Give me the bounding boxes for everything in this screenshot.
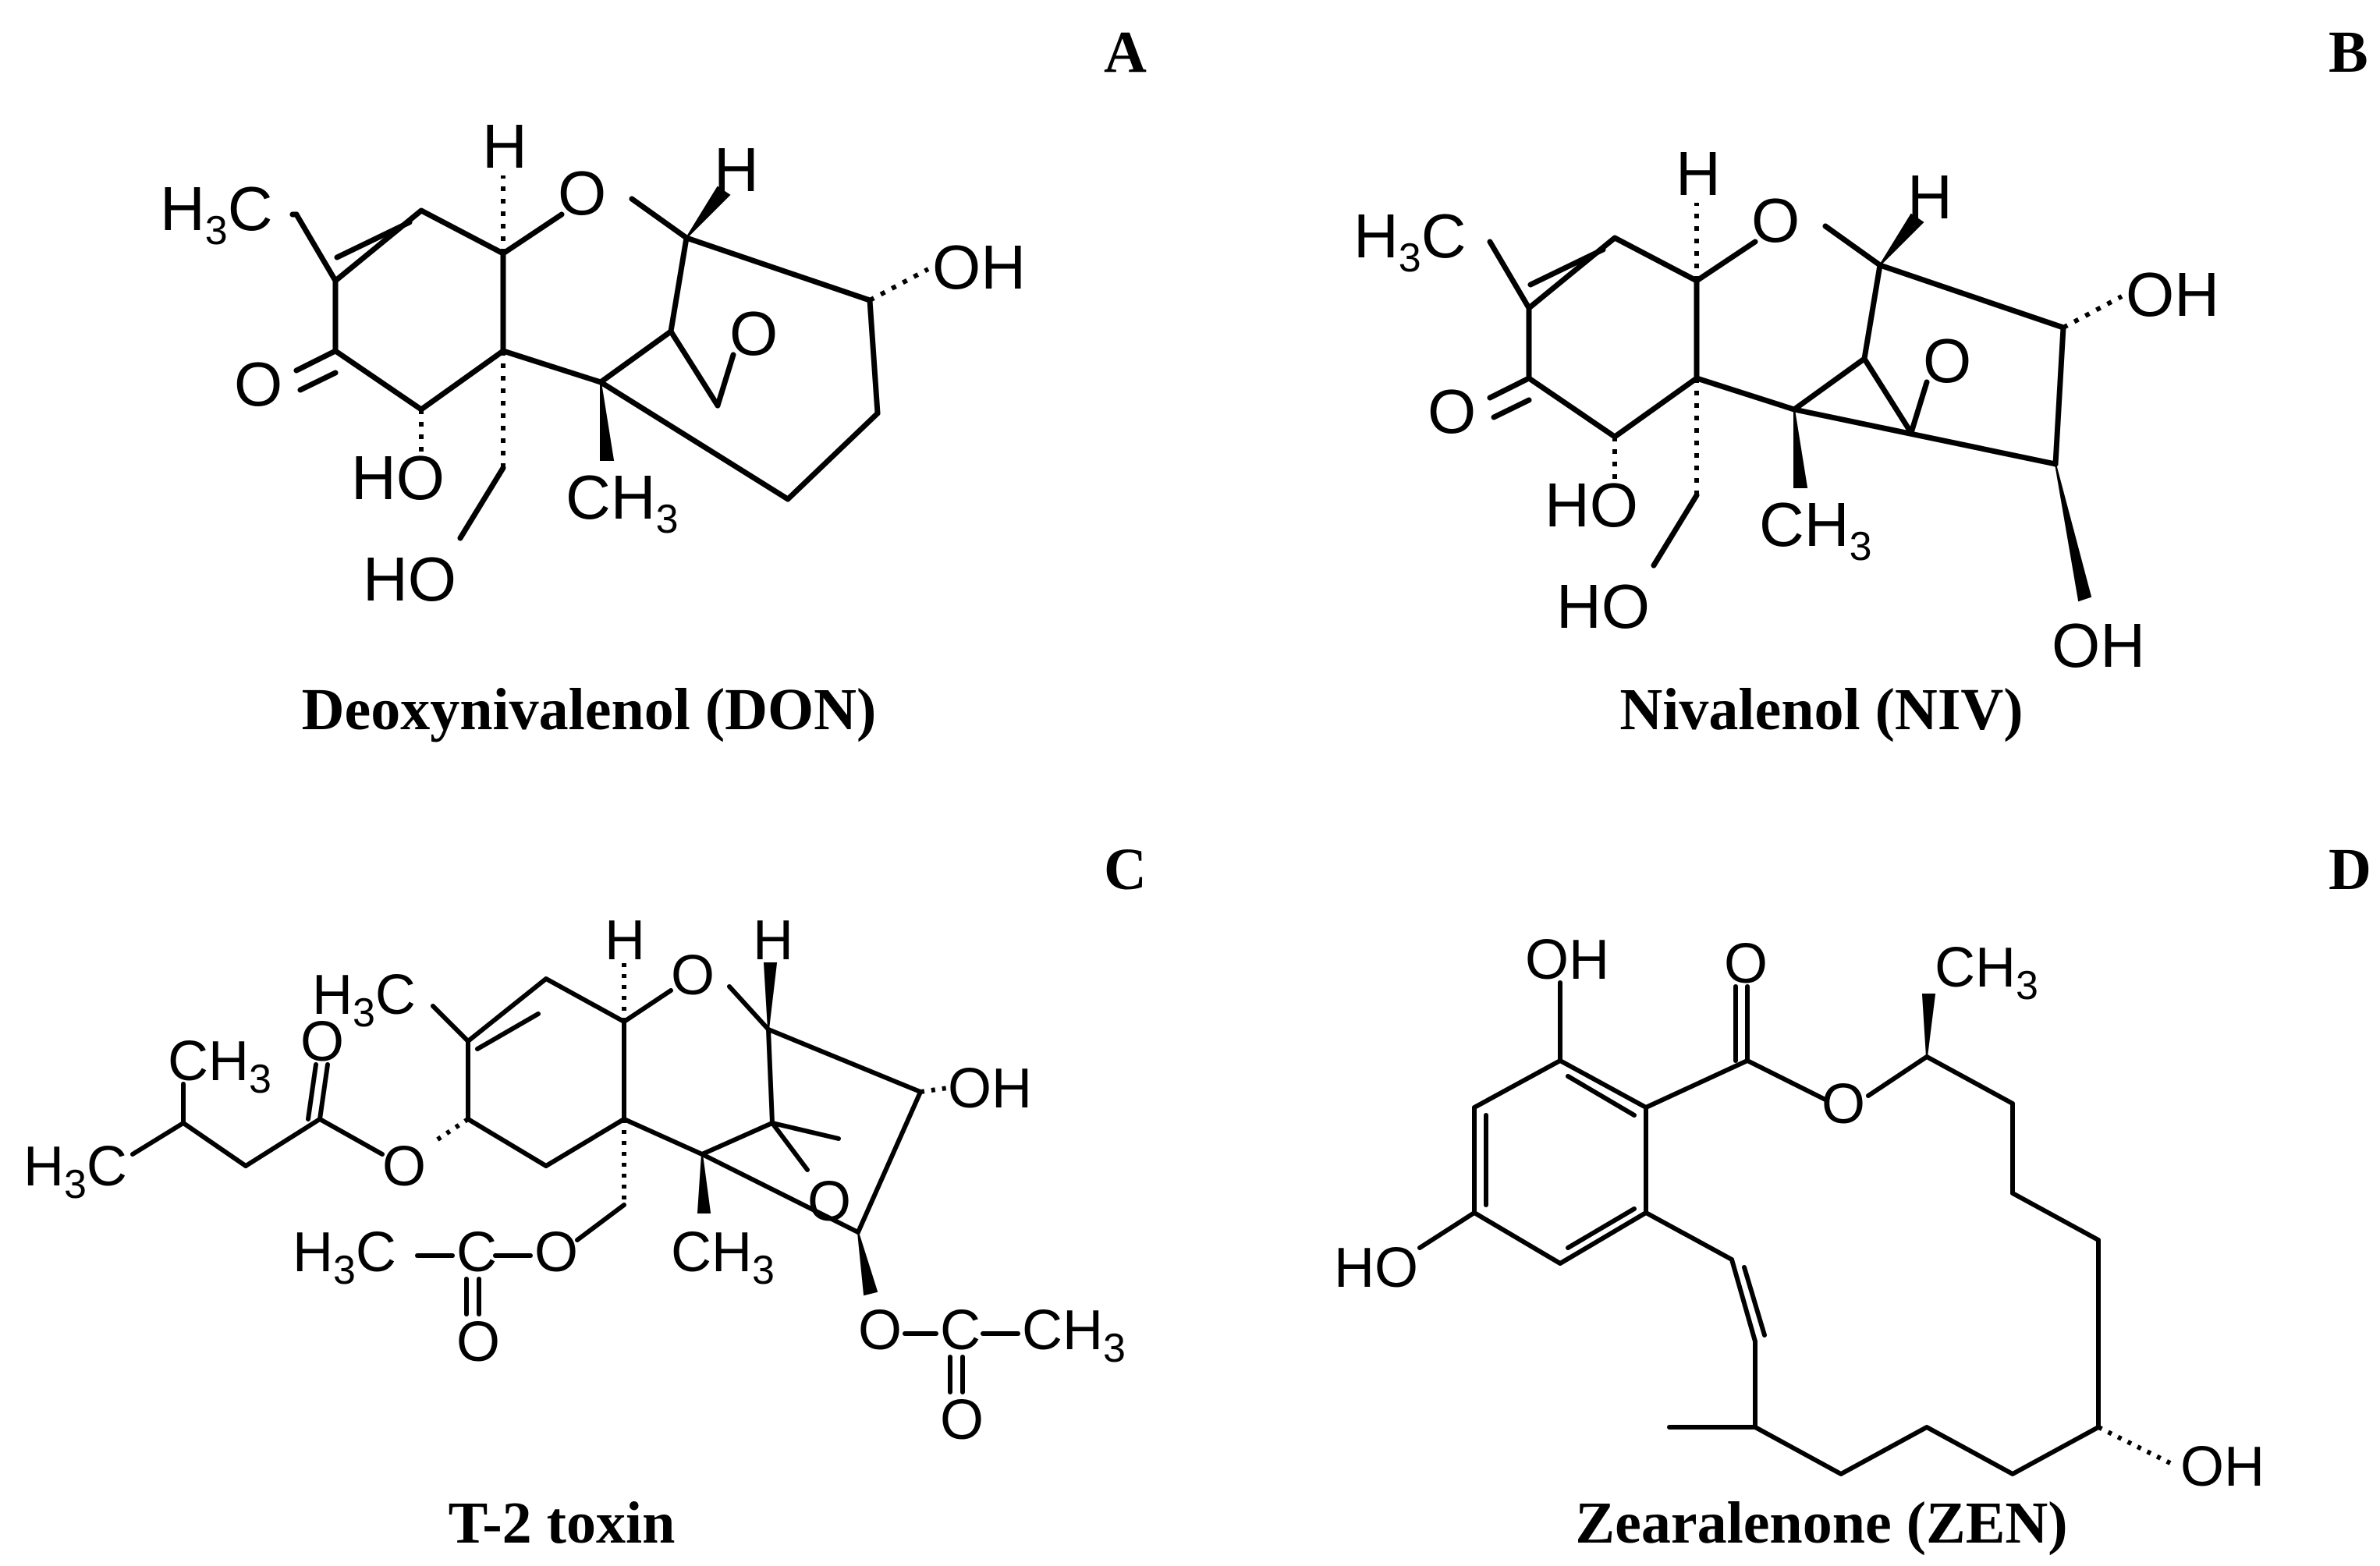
- atom-c-acetyl-right: C: [940, 1299, 981, 1362]
- panel-b: B H3C O O O H H OH H: [1353, 19, 2368, 742]
- atom-h-right: H: [714, 135, 759, 204]
- panel-d: D OH HO O O CH3: [1334, 837, 2371, 1556]
- atom-o-epoxide: O: [729, 299, 778, 368]
- atom-o-ring-b: O: [1751, 186, 1800, 255]
- atom-h3c-b: H3C: [1353, 201, 1466, 281]
- caption-t2: T-2 toxin: [449, 1490, 676, 1556]
- atom-oh-right-d: OH: [2180, 1436, 2265, 1498]
- structure-t2: H3C O O H H OH CH3: [23, 909, 1126, 1451]
- atom-ho-bottom-b: HO: [1556, 572, 1650, 641]
- atom-o-carbonyl-d: O: [1724, 933, 1768, 995]
- structure-niv: H3C O O O H H OH HO HO: [1353, 139, 2219, 680]
- atom-o-epoxide-c: O: [807, 1171, 851, 1233]
- panel-c: C H3C O O H H: [23, 837, 1147, 1556]
- atom-h-right-c: H: [753, 909, 793, 972]
- panel-letter-c: C: [1104, 837, 1147, 902]
- atom-h-right-b: H: [1907, 162, 1953, 232]
- atom-o-ring-c: O: [671, 944, 715, 1007]
- atom-ch3-acetyl-right: CH3: [1022, 1299, 1126, 1371]
- atom-o-ring: O: [558, 158, 606, 228]
- atom-h-top: H: [482, 112, 527, 181]
- atom-ch3-c: CH3: [671, 1221, 775, 1293]
- atom-oh-c: OH: [948, 1058, 1032, 1120]
- atom-ho-lower-b: HO: [1545, 470, 1638, 540]
- atom-h3c: H3C: [160, 174, 272, 253]
- atom-ch3: CH3: [566, 462, 678, 542]
- atom-h3c-iso: H3C: [23, 1136, 127, 1207]
- atom-h3c-c: H3C: [312, 964, 416, 1036]
- atom-ho-lower: HO: [351, 443, 445, 512]
- atom-o-ester-left: O: [382, 1136, 426, 1198]
- atom-o-lactone-d: O: [1821, 1073, 1865, 1136]
- atom-ch3-d: CH3: [1935, 937, 2038, 1008]
- panel-a: A H3C O O O: [160, 19, 1147, 742]
- atom-o-acetyl-right: O: [858, 1299, 902, 1362]
- panel-letter-b: B: [2329, 19, 2368, 85]
- atom-o-epoxide-b: O: [1923, 326, 1971, 395]
- atom-h3c-acetyl-mid: H3C: [293, 1221, 396, 1293]
- atom-ch3-b: CH3: [1759, 490, 1871, 569]
- atom-oh-right-b: OH: [2126, 260, 2219, 329]
- atom-ho-left-d: HO: [1334, 1237, 1418, 1299]
- atom-oh-lower-b: OH: [2052, 611, 2145, 680]
- atom-o-carbonyl-left: O: [300, 1011, 344, 1073]
- caption-don: Deoxynivalenol (DON): [302, 677, 877, 742]
- atom-o-acetyl-mid: O: [534, 1221, 578, 1284]
- caption-niv: Nivalenol (NIV): [1619, 677, 2023, 742]
- panel-letter-d: D: [2329, 837, 2371, 902]
- atom-c-acetyl-mid: C: [456, 1221, 497, 1284]
- atom-oh-top-d: OH: [1525, 929, 1609, 991]
- atom-o-acetyl-right-dbl: O: [940, 1389, 984, 1451]
- caption-zen: Zearalenone (ZEN): [1575, 1490, 2067, 1556]
- panel-letter-a: A: [1104, 19, 1147, 85]
- atom-oh-right: OH: [932, 232, 1026, 302]
- atom-o-acetyl-mid-dbl: O: [456, 1311, 500, 1373]
- atom-h-top-c: H: [605, 909, 645, 972]
- atom-h-top-b: H: [1676, 139, 1721, 208]
- atom-ch3-iso: CH3: [168, 1030, 271, 1102]
- atom-ho-bottom: HO: [363, 544, 456, 614]
- atom-o-ketone-b: O: [1428, 377, 1476, 446]
- structure-zen: OH HO O O CH3 OH: [1334, 929, 2265, 1498]
- structure-don: H3C O O O H H: [160, 112, 1026, 614]
- atom-o-ketone: O: [234, 349, 282, 419]
